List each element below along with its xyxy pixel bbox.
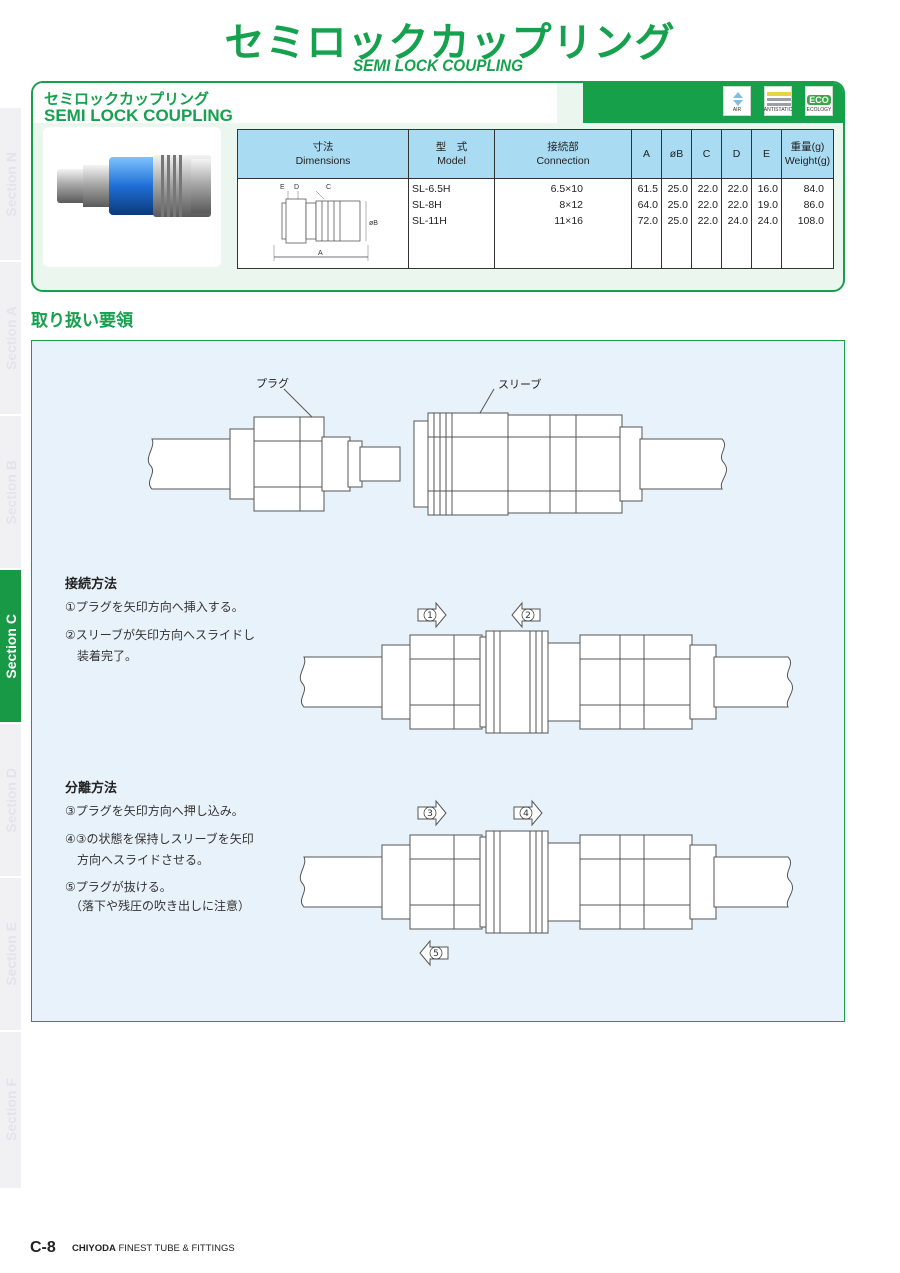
product-photo: [43, 127, 221, 267]
product-name-jp: セミロックカップリング: [44, 90, 210, 108]
air-icon: AIR: [723, 86, 751, 116]
disconnect-title: 分離方法: [65, 781, 118, 796]
tab-section-b[interactable]: Section B: [0, 416, 21, 568]
disconnect-step-3: ③プラグを矢印方向へ押し込み。: [65, 804, 244, 818]
product-card: セミロックカップリング SEMI LOCK COUPLING AIR ANTIS…: [31, 81, 845, 292]
page-subtitle: SEMI LOCK COUPLING: [352, 56, 524, 75]
dim-label-b: øB: [369, 220, 378, 227]
header-d: D: [721, 129, 752, 179]
coupling-diagrams: 1 2 3 4 5: [147, 388, 793, 967]
antistatic-icon: ANTISTATIC: [764, 86, 792, 116]
page-number: C-8: [30, 1239, 56, 1256]
disconnect-step-5b: （落下や残圧の吹き出しに注意）: [70, 899, 251, 913]
tab-section-d[interactable]: Section D: [0, 724, 21, 876]
header-b: øB: [661, 129, 692, 179]
dim-label-a: A: [318, 250, 323, 257]
tab-section-e[interactable]: Section E: [0, 878, 21, 1030]
plug-callout: プラグ: [256, 377, 289, 390]
disconnect-step-4: ④③の状態を保持しスリーブを矢印: [65, 832, 254, 846]
disconnect-step-4b: 方向へスライドさせる。: [77, 853, 210, 867]
product-name-en: SEMI LOCK COUPLING: [44, 106, 233, 125]
arrow-right-icon: [417, 799, 447, 827]
page-title: セミロックカップリング: [224, 20, 676, 66]
footer-brand: CHIYODA FINEST TUBE & FITTINGS: [72, 1243, 235, 1254]
arrow-left-icon: [511, 601, 541, 629]
header-c: C: [691, 129, 722, 179]
arrow-right-icon: [513, 799, 543, 827]
tab-section-n[interactable]: Section N: [0, 108, 21, 260]
connect-step-2: ②スリーブが矢印方向へスライドし: [65, 628, 256, 642]
arrow-left-icon: [419, 939, 449, 967]
tab-section-f[interactable]: Section F: [0, 1032, 21, 1188]
tab-section-a[interactable]: Section A: [0, 262, 21, 414]
handling-instructions: プラグ スリーブ: [31, 340, 845, 1022]
header-a: A: [631, 129, 662, 179]
header-e: E: [751, 129, 782, 179]
sleeve-callout: スリーブ: [498, 378, 542, 391]
tab-section-c[interactable]: Section C: [0, 570, 21, 722]
arrow-right-icon: [417, 601, 447, 629]
arrow-label-3: 3: [427, 809, 433, 819]
arrow-label-2: 2: [525, 611, 531, 621]
handling-heading: 取り扱い要領: [31, 311, 133, 331]
connect-title: 接続方法: [65, 577, 118, 592]
arrow-label-5: 5: [433, 949, 439, 959]
dimension-drawing: E D C øB A: [237, 178, 409, 269]
ecology-icon: ECO ECOLOGY: [805, 86, 833, 116]
dim-label-d: D: [294, 184, 299, 191]
arrow-label-4: 4: [523, 809, 529, 819]
header-weight: 重量(g)Weight(g): [781, 129, 834, 179]
feature-badges: AIR ANTISTATIC ECO ECOLOGY: [723, 86, 833, 116]
connect-step-1: ①プラグを矢印方向へ挿入する。: [65, 600, 244, 614]
dim-label-c: C: [326, 184, 331, 191]
dim-label-e: E: [280, 184, 285, 191]
disconnect-step-5: ⑤プラグが抜ける。: [65, 880, 172, 894]
connect-step-2b: 装着完了。: [77, 649, 138, 663]
arrow-label-1: 1: [427, 611, 433, 621]
